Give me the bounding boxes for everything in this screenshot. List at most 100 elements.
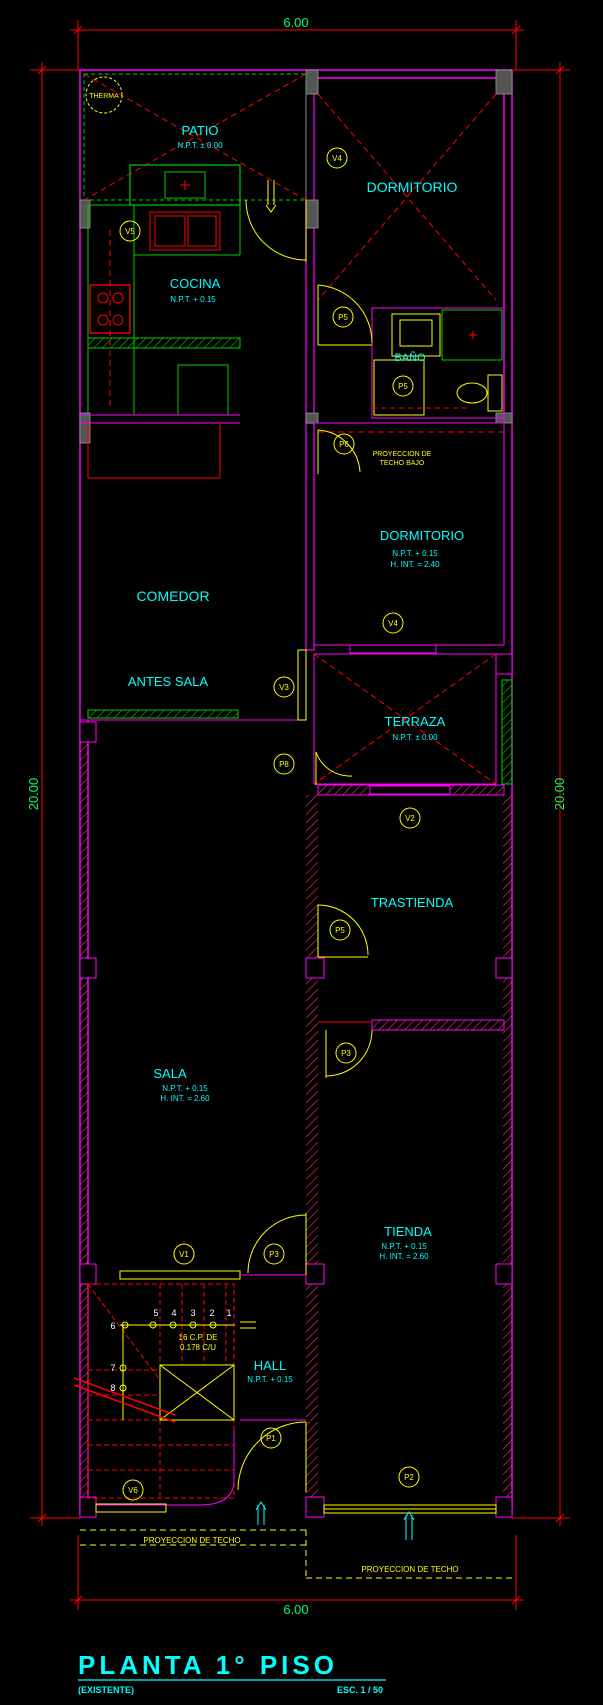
svg-text:V6: V6: [128, 1486, 138, 1495]
door-p5-top: [317, 284, 373, 346]
roof-projection-left: PROYECCION DE TECHO: [143, 1536, 240, 1545]
stair-step-8: 8: [110, 1383, 115, 1393]
sala-npt: N.P.T. + 0.15: [162, 1084, 208, 1093]
stair-step-1: 1: [226, 1308, 231, 1318]
stair-note-1: 16 C.P. DE: [179, 1333, 218, 1342]
svg-text:P1: P1: [266, 1434, 276, 1443]
techo-bajo-line2: TECHO BAJO: [380, 460, 425, 467]
svg-text:P5: P5: [398, 382, 408, 391]
dormitorio-2-label: DORMITORIO: [380, 528, 464, 543]
plan-title: PLANTA 1° PISO: [78, 1650, 338, 1680]
tienda-hint: H. INT. = 2.60: [379, 1252, 429, 1261]
svg-text:V2: V2: [405, 814, 415, 823]
svg-text:V4: V4: [388, 619, 398, 628]
plan-scale: ESC. 1 / 50: [337, 1685, 383, 1695]
cocina-furniture: [80, 204, 241, 479]
patio-npt: N.P.T. ± 0.00: [177, 141, 223, 150]
tag-p5-c: P5: [329, 919, 351, 941]
hall-label: HALL: [254, 1358, 287, 1373]
techo-bajo: [317, 429, 504, 474]
dim-left: 20.00: [26, 778, 41, 811]
svg-text:P6: P6: [339, 440, 349, 449]
hall-npt: N.P.T. + 0.15: [247, 1375, 293, 1384]
tag-p1: P1: [260, 1427, 282, 1449]
mid-wall-upper: [305, 77, 315, 424]
columns-outline: [79, 653, 513, 1518]
staircase: [73, 1283, 256, 1513]
cocina-label: COCINA: [170, 276, 221, 291]
tag-v1: V1: [173, 1243, 195, 1265]
dimension-lines: [30, 20, 570, 1610]
tag-v2: V2: [399, 807, 421, 829]
tag-v4-mid: V4: [382, 612, 404, 634]
tag-v4-top: V4: [326, 147, 348, 169]
stair-step-6: 6: [110, 1321, 115, 1331]
tag-v5: V5: [119, 220, 141, 242]
roof-projection: [80, 1529, 512, 1579]
terraza-npt: N.P.T. ± 0.00: [392, 733, 438, 742]
tag-p3-b: P3: [263, 1243, 285, 1265]
antes-sala-hatch: [87, 709, 239, 719]
dormitorio-1-label: DORMITORIO: [367, 179, 458, 195]
stair-step-2: 2: [209, 1308, 214, 1318]
dormitorio-2-hint: H. INT. = 2.40: [390, 560, 440, 569]
stair-step-3: 3: [190, 1308, 195, 1318]
patio-lines: [83, 73, 307, 206]
sala-hint: H. INT. = 2.60: [160, 1094, 210, 1103]
stair-step-7: 7: [110, 1363, 115, 1373]
dim-bottom: 6.00: [283, 1602, 308, 1617]
svg-text:V5: V5: [125, 227, 135, 236]
techo-bajo-line1: PROYECCION DE: [373, 451, 432, 458]
dormitorio-2-npt: N.P.T. + 0.15: [392, 549, 438, 558]
cocina-npt: N.P.T. + 0.15: [170, 295, 216, 304]
stair-step-4: 4: [171, 1308, 176, 1318]
tag-p6: P6: [333, 433, 355, 455]
tag-p5-b: P5: [392, 375, 414, 397]
dim-right: 20.00: [552, 778, 567, 811]
therma-label: THERMA: [89, 93, 119, 100]
sala-hall-openings: [119, 1213, 497, 1514]
svg-text:V1: V1: [179, 1250, 189, 1259]
tag-p8: P8: [273, 753, 295, 775]
mid-wall-hatch: [306, 795, 318, 1515]
svg-text:P5: P5: [338, 313, 348, 322]
dormitorio-1-lines: [317, 93, 497, 301]
door-cocina: [245, 180, 307, 262]
tienda-npt: N.P.T. + 0.15: [381, 1242, 427, 1251]
bano-label: BAÑO: [394, 351, 426, 364]
svg-text:P8: P8: [279, 760, 289, 769]
svg-text:P2: P2: [404, 1473, 414, 1482]
sala-label: SALA: [153, 1066, 187, 1081]
patio-label: PATIO: [181, 123, 218, 138]
svg-text:P3: P3: [269, 1250, 279, 1259]
dim-top: 6.00: [283, 15, 308, 30]
tag-v6: V6: [122, 1479, 144, 1501]
terraza-label: TERRAZA: [385, 714, 446, 729]
plan-subtitle: (EXISTENTE): [78, 1685, 134, 1695]
trastienda-lines: [317, 904, 505, 1078]
tienda-label: TIENDA: [384, 1224, 432, 1239]
v3-window: [297, 649, 307, 721]
bano-fixtures: [371, 307, 505, 419]
stair-note-2: 0.178 C/U: [180, 1343, 216, 1352]
tag-p2: P2: [398, 1466, 420, 1488]
antes-sala-label: ANTES SALA: [128, 674, 209, 689]
roof-projection-right: PROYECCION DE TECHO: [361, 1565, 458, 1574]
tag-p5-a: P5: [332, 306, 354, 328]
trastienda-label: TRASTIENDA: [371, 895, 454, 910]
svg-text:V3: V3: [279, 683, 289, 692]
window-v4-mid: [349, 644, 437, 654]
terraza-lines: [313, 653, 513, 796]
comedor-label: COMEDOR: [136, 588, 209, 604]
tag-v3: V3: [273, 676, 295, 698]
left-wall-hatch: [80, 725, 88, 1515]
svg-text:V4: V4: [332, 154, 342, 163]
columns: [79, 69, 513, 444]
right-wall-hatch-lower: [503, 795, 512, 1515]
svg-text:P3: P3: [341, 1049, 351, 1058]
mid-wall-middle: [305, 419, 315, 651]
entrance-arrows: [255, 1501, 415, 1540]
tag-p3-a: P3: [335, 1042, 357, 1064]
stair-step-5: 5: [153, 1308, 158, 1318]
